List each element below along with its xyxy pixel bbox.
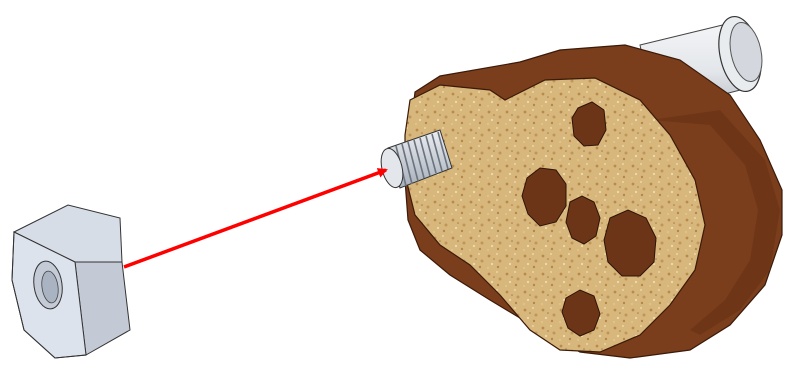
hex-nut-icon: [12, 205, 130, 358]
red-arrow-icon: [124, 170, 386, 267]
wood-plate-icon: [405, 45, 782, 358]
hex-nut: [12, 205, 130, 358]
wooden-cam-plate: [405, 45, 782, 358]
